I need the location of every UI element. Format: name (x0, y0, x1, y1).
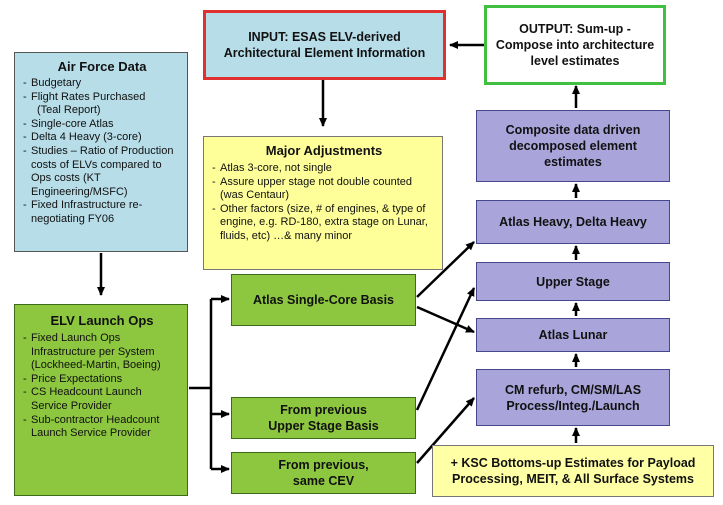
list-item: Fixed Launch Ops Infrastructure per Syst… (23, 332, 181, 373)
list-item: Flight Rates Purchased(Teal Report) (23, 91, 181, 118)
ksc-estimates-box: + KSC Bottoms-up Estimates for Payload P… (432, 445, 714, 497)
upper-prev-line-1: From previous (280, 403, 367, 417)
list-item: Sub-contractor Headcount Launch Service … (23, 414, 181, 441)
atlas-heavy-line-1: Atlas Heavy, Delta Heavy (499, 215, 647, 229)
elv-launch-ops-box: ELV Launch Ops Fixed Launch Ops Infrastr… (14, 304, 188, 496)
output-box: OUTPUT: Sum-up - Compose into architectu… (484, 5, 666, 85)
upper-prev-line-2: Upper Stage Basis (268, 419, 379, 433)
adjustments-title: Major Adjustments (265, 143, 383, 158)
adjustments-list: Atlas 3-core, not single Assure upper st… (212, 162, 436, 244)
atlas-single-core-box: Atlas Single-Core Basis (231, 274, 416, 326)
air-force-title: Air Force Data (57, 59, 147, 74)
list-item: Other factors (size, # of engines, & typ… (212, 203, 436, 244)
input-box: INPUT: ESAS ELV-derived Architectural El… (203, 10, 446, 80)
major-adjustments-box: Major Adjustments Atlas 3-core, not sing… (203, 136, 443, 270)
cev-prev-line-2: same CEV (292, 474, 355, 488)
composite-line-3: estimates (544, 155, 602, 169)
cm-refurb-line-2: Process/Integ./Launch (506, 398, 640, 413)
arrow-atlas-single-to-atlas-lunar (416, 305, 475, 334)
atlas-lunar-box: Atlas Lunar (476, 318, 670, 352)
list-item: Atlas 3-core, not single (212, 162, 436, 176)
list-item: Price Expectations (23, 373, 181, 387)
list-item: CS Headcount Launch Service Provider (23, 386, 181, 413)
list-item: Studies – Ratio of Production costs of E… (23, 145, 181, 199)
same-cev-box: From previous, same CEV (231, 452, 416, 494)
list-item: Fixed Infrastructure re-negotiating FY06 (23, 199, 181, 226)
cm-refurb-box: CM refurb, CM/SM/LAS Process/Integ./Laun… (476, 369, 670, 426)
air-force-list: Budgetary Flight Rates Purchased(Teal Re… (23, 77, 181, 227)
composite-estimates-box: Composite data driven decomposed element… (476, 110, 670, 182)
cev-prev-line-1: From previous, (278, 458, 369, 472)
ksc-line-1: + KSC Bottoms-up Estimates for Payload (450, 456, 696, 470)
output-line-1: OUTPUT: Sum-up - (519, 22, 631, 36)
upper-stage-box: Upper Stage (476, 262, 670, 301)
input-line-2: Architectural Element Information (223, 46, 426, 60)
input-line-1: INPUT: ESAS ELV-derived (248, 30, 401, 44)
launch-ops-list: Fixed Launch Ops Infrastructure per Syst… (23, 332, 181, 441)
launch-ops-title: ELV Launch Ops (50, 313, 154, 328)
list-item: Single-core Atlas (23, 118, 181, 132)
list-item: Delta 4 Heavy (3-core) (23, 131, 181, 145)
composite-line-2: decomposed element (509, 139, 637, 153)
list-item: Assure upper stage not double counted (w… (212, 176, 436, 203)
output-line-2: Compose into architecture (495, 38, 655, 52)
atlas-single-line-1: Atlas Single-Core Basis (252, 293, 394, 307)
upper-stage-basis-box: From previous Upper Stage Basis (231, 397, 416, 439)
composite-line-1: Composite data driven (505, 123, 641, 137)
upper-stage-line-1: Upper Stage (536, 274, 610, 289)
arrow-upper-prev-to-upper-stage (415, 287, 476, 411)
list-item: Budgetary (23, 77, 181, 91)
atlas-lunar-line-1: Atlas Lunar (538, 328, 608, 342)
output-line-3: level estimates (530, 54, 620, 68)
ksc-line-2: Processing, MEIT, & All Surface Systems (452, 472, 694, 486)
cm-refurb-line-1: CM refurb, CM/SM/LAS (504, 382, 642, 397)
air-force-data-box: Air Force Data Budgetary Flight Rates Pu… (14, 52, 188, 252)
atlas-heavy-box: Atlas Heavy, Delta Heavy (476, 200, 670, 244)
